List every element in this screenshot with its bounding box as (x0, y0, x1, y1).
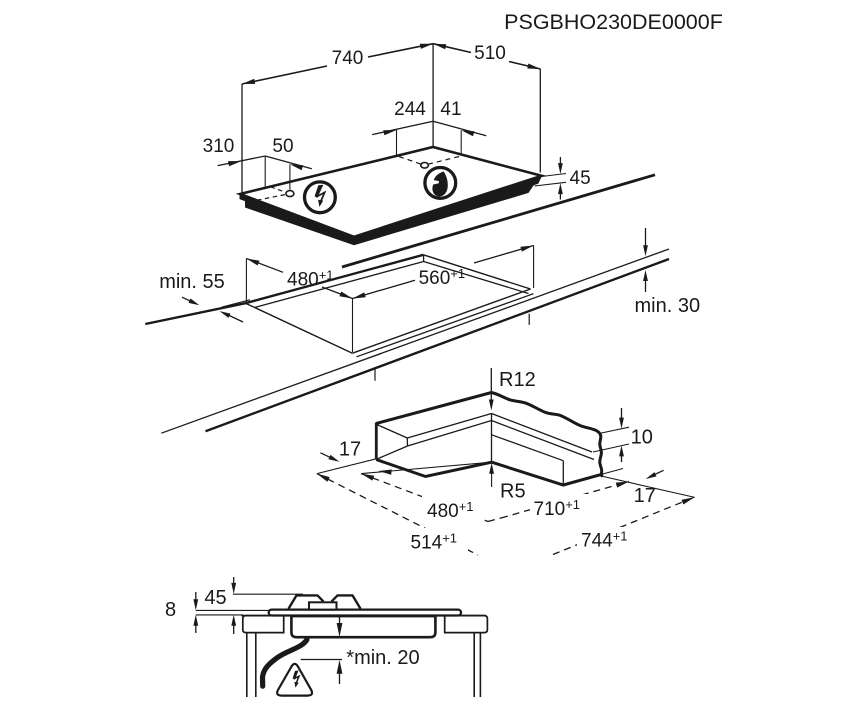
svg-text:R5: R5 (500, 481, 526, 503)
svg-text:45: 45 (204, 587, 226, 609)
svg-text:10: 10 (631, 427, 653, 449)
svg-text:45: 45 (570, 168, 591, 189)
svg-text:PSGBHO230DE0000F: PSGBHO230DE0000F (504, 10, 723, 34)
svg-text:min. 30: min. 30 (635, 295, 701, 317)
svg-text:244: 244 (394, 99, 426, 120)
svg-text:8: 8 (165, 599, 176, 621)
svg-text:41: 41 (440, 99, 461, 120)
svg-text:480+1: 480+1 (287, 268, 334, 291)
svg-text:R12: R12 (499, 369, 536, 391)
svg-text:min. 55: min. 55 (159, 271, 225, 293)
svg-text:740: 740 (332, 48, 364, 69)
svg-text:50: 50 (272, 136, 293, 157)
svg-text:510: 510 (474, 43, 506, 64)
svg-text:560+1: 560+1 (419, 266, 466, 289)
svg-text:310: 310 (203, 136, 235, 157)
svg-text:*min. 20: *min. 20 (346, 647, 419, 669)
svg-text:17: 17 (634, 485, 656, 507)
svg-text:17: 17 (339, 439, 361, 461)
